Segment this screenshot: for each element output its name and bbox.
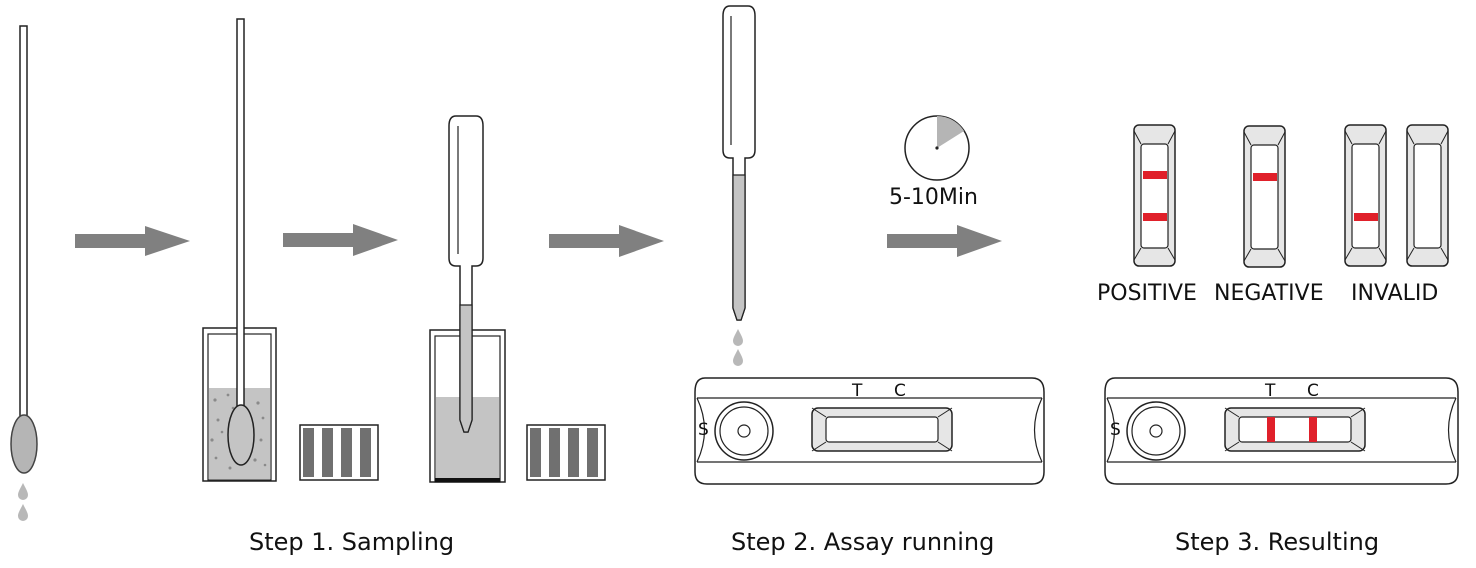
step1-label: Step 1. Sampling — [249, 528, 455, 556]
result-strip-invalid-2 — [1406, 124, 1449, 267]
tube-rack-icon — [526, 424, 606, 481]
arrow-icon — [887, 225, 1002, 257]
extraction-tube-icon — [202, 18, 277, 482]
sample-well-label: S — [698, 420, 709, 440]
result-positive-label: POSITIVE — [1097, 281, 1197, 306]
sample-well-label: S — [1110, 420, 1121, 440]
arrow-icon — [75, 226, 190, 256]
result-strip-invalid-1 — [1344, 124, 1387, 267]
result-strip-negative — [1243, 125, 1286, 268]
step2-label: Step 2. Assay running — [731, 528, 995, 556]
control-line-label: C — [894, 381, 906, 401]
test-line-label: T — [1265, 381, 1276, 401]
timer-label: 5-10Min — [889, 185, 978, 210]
dropper-icon — [722, 5, 756, 366]
timer-icon — [904, 115, 970, 181]
result-negative-label: NEGATIVE — [1214, 281, 1324, 306]
swab-icon — [10, 25, 38, 521]
arrow-icon — [283, 224, 398, 256]
test-line-label: T — [852, 381, 863, 401]
control-line-label: C — [1307, 381, 1319, 401]
arrow-icon — [549, 225, 664, 257]
test-cassette-icon — [694, 377, 1045, 485]
step3-label: Step 3. Resulting — [1175, 528, 1380, 556]
result-invalid-label: INVALID — [1351, 281, 1439, 306]
result-cassette-icon — [1104, 377, 1459, 485]
dropper-tube-icon — [429, 115, 506, 483]
tube-rack-icon — [299, 424, 379, 481]
result-strip-positive — [1133, 124, 1176, 267]
